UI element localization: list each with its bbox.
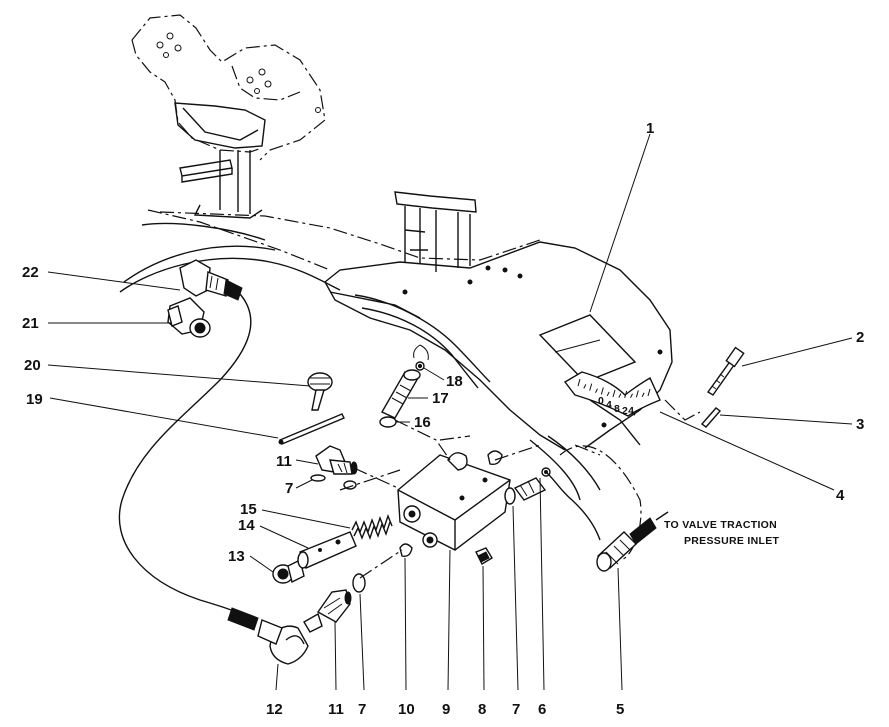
bolt-part-2 bbox=[706, 346, 745, 396]
callout-13: 13 bbox=[228, 548, 245, 565]
elbow-fitting-part-11-lower bbox=[303, 589, 352, 633]
leader-lines bbox=[47, 133, 853, 691]
hose-part-12 bbox=[227, 607, 309, 665]
dial-tick-label: 8 bbox=[614, 403, 620, 415]
spring-part-15 bbox=[351, 513, 393, 541]
annotation-line-1: TO VALVE TRACTION bbox=[664, 519, 777, 531]
callout-19: 19 bbox=[26, 391, 43, 408]
seal-part-18 bbox=[413, 344, 429, 371]
dial-scale-plate: 0 4 8 24 bbox=[563, 371, 661, 417]
pressure-inlet-annotation: TO VALVE TRACTION PRESSURE INLET bbox=[664, 519, 779, 547]
dial-tick bbox=[612, 389, 616, 398]
callout-3: 3 bbox=[856, 416, 864, 433]
callout-4: 4 bbox=[836, 487, 845, 504]
callout-numbers: 1 2 3 4 5 6 7 8 9 10 7 11 12 13 14 15 7 … bbox=[22, 120, 864, 718]
spool-part-14 bbox=[297, 531, 357, 569]
clip-part-10 bbox=[399, 543, 413, 558]
valve-body-part-9 bbox=[397, 450, 511, 551]
callout-8: 8 bbox=[478, 701, 486, 718]
dial-tick-label: 24 bbox=[622, 405, 634, 417]
fitting-part-21 bbox=[167, 297, 211, 338]
callout-9: 9 bbox=[442, 701, 450, 718]
fitting-part-22 bbox=[179, 259, 243, 301]
callout-15: 15 bbox=[240, 501, 257, 518]
callout-5: 5 bbox=[616, 701, 624, 718]
hose-connector-part-5 bbox=[596, 517, 657, 572]
dial-tick bbox=[624, 390, 628, 399]
rod-part-19 bbox=[278, 413, 345, 445]
assembly-guide-lines bbox=[339, 399, 701, 579]
annotation-line-2: PRESSURE INLET bbox=[684, 535, 779, 547]
adapter-part-17 bbox=[381, 369, 421, 419]
callout-11: 11 bbox=[276, 453, 292, 470]
callout-20: 20 bbox=[24, 357, 41, 374]
dial-tick bbox=[600, 387, 604, 395]
callout-7: 7 bbox=[512, 701, 520, 718]
dial-tick-marks bbox=[577, 378, 651, 399]
hydraulic-hose-lines bbox=[118, 293, 669, 613]
callout-7: 7 bbox=[358, 701, 366, 718]
pin-part-3 bbox=[700, 407, 722, 428]
callout-2: 2 bbox=[856, 329, 864, 346]
callout-10: 10 bbox=[398, 701, 415, 718]
dial-tick bbox=[647, 388, 651, 397]
dial-tick bbox=[606, 391, 610, 397]
dial-tick-label: 4 bbox=[606, 399, 612, 411]
knob-part-20 bbox=[307, 372, 333, 411]
o-ring-part-7-upper bbox=[310, 474, 357, 490]
o-ring-part-7 bbox=[504, 487, 516, 505]
dial-tick bbox=[589, 383, 593, 391]
connector-part-6 bbox=[513, 467, 551, 501]
callout-11: 11 bbox=[328, 701, 344, 718]
o-ring-part-16 bbox=[379, 416, 397, 428]
dial-tick bbox=[618, 393, 622, 398]
callout-22: 22 bbox=[22, 264, 39, 281]
callout-17: 17 bbox=[432, 390, 449, 407]
callout-18: 18 bbox=[446, 373, 463, 390]
o-ring-part-7-lower bbox=[352, 573, 366, 593]
callout-6: 6 bbox=[538, 701, 546, 718]
callout-14: 14 bbox=[238, 517, 255, 534]
dial-tick bbox=[635, 390, 639, 398]
elbow-fitting-part-11-upper bbox=[315, 445, 358, 475]
dial-tick bbox=[583, 384, 587, 389]
plug-part-8 bbox=[475, 547, 493, 565]
callout-1: 1 bbox=[646, 120, 654, 137]
decal-plate bbox=[538, 314, 637, 383]
callout-7: 7 bbox=[285, 480, 293, 497]
dial-tick-label: 0 bbox=[598, 395, 604, 407]
dial-tick bbox=[595, 388, 598, 393]
dial-tick bbox=[577, 378, 581, 387]
callout-16: 16 bbox=[414, 414, 431, 431]
seat-bracket-assembly bbox=[131, 14, 326, 219]
callout-12: 12 bbox=[266, 701, 283, 718]
callout-21: 21 bbox=[22, 315, 39, 332]
dial-tick bbox=[630, 393, 633, 398]
dial-tick bbox=[641, 392, 645, 397]
